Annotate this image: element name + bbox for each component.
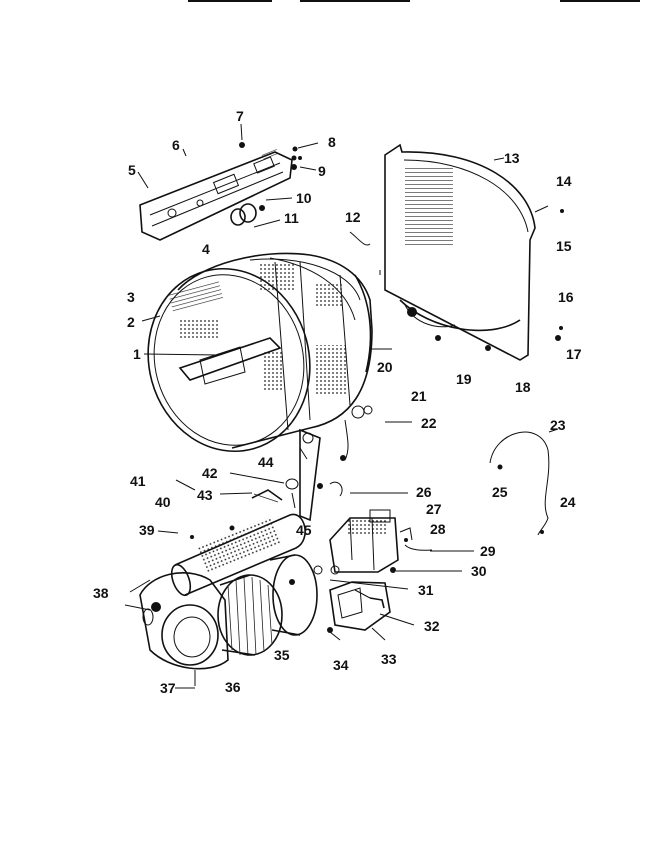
blower-housing [139, 554, 323, 670]
rear-bulkhead [349, 143, 564, 361]
label-part-36: 36 [225, 679, 241, 695]
label-part-14: 14 [556, 173, 572, 189]
label-part-44: 44 [258, 454, 274, 470]
idler-assembly [251, 428, 346, 522]
label-part-25: 25 [492, 484, 508, 500]
label-part-12: 12 [345, 209, 361, 225]
label-part-10: 10 [296, 190, 312, 206]
label-part-37: 37 [160, 680, 176, 696]
label-part-27: 27 [426, 501, 442, 517]
label-part-26: 26 [416, 484, 432, 500]
motor-assembly [327, 509, 433, 633]
label-part-11: 11 [284, 210, 299, 226]
leader-lines [124, 123, 559, 689]
label-part-15: 15 [556, 238, 572, 254]
label-part-38: 38 [93, 585, 109, 601]
label-part-32: 32 [424, 618, 440, 634]
label-part-41: 41 [130, 473, 146, 489]
label-part-5: 5 [128, 162, 136, 178]
part-labels: 1 2 3 4 5 6 7 8 9 10 11 12 13 14 15 16 1… [93, 108, 582, 696]
label-part-39: 39 [139, 522, 155, 538]
label-part-4: 4 [202, 241, 210, 257]
label-part-43: 43 [197, 487, 213, 503]
label-part-31: 31 [418, 582, 434, 598]
label-part-42: 42 [202, 465, 218, 481]
label-part-2: 2 [127, 314, 135, 330]
label-part-13: 13 [504, 150, 520, 166]
label-part-7: 7 [236, 108, 244, 124]
label-part-16: 16 [558, 289, 574, 305]
label-part-21: 21 [411, 388, 427, 404]
label-part-17: 17 [566, 346, 582, 362]
label-part-24: 24 [560, 494, 576, 510]
label-part-19: 19 [456, 371, 472, 387]
label-part-33: 33 [381, 651, 397, 667]
label-part-9: 9 [318, 163, 326, 179]
label-part-28: 28 [430, 521, 446, 537]
label-part-29: 29 [480, 543, 496, 559]
label-part-22: 22 [421, 415, 437, 431]
label-part-3: 3 [127, 289, 135, 305]
dryer-drum [147, 252, 392, 461]
label-part-6: 6 [172, 137, 180, 153]
label-part-40: 40 [155, 494, 171, 510]
label-part-18: 18 [515, 379, 531, 395]
heater-duct [170, 513, 306, 597]
wire-harness [489, 431, 550, 536]
front-bracket [139, 147, 293, 241]
label-part-20: 20 [377, 359, 393, 375]
label-part-23: 23 [550, 417, 566, 433]
label-part-30: 30 [471, 563, 487, 579]
label-part-45: 45 [296, 522, 312, 538]
label-part-34: 34 [333, 657, 349, 673]
small-fasteners [230, 142, 302, 226]
label-part-35: 35 [274, 647, 290, 663]
label-part-8: 8 [328, 134, 336, 150]
label-part-1: 1 [133, 346, 141, 362]
